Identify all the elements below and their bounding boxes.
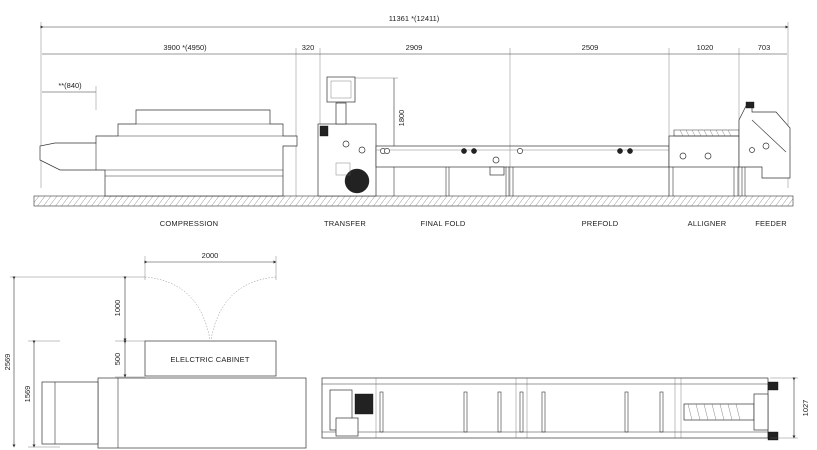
- side-view: [33, 76, 794, 207]
- dim-height: 1800: [397, 110, 406, 127]
- label-feeder: FEEDER: [755, 219, 787, 228]
- transfer-drive-roll: [344, 168, 370, 194]
- label-alligner: ALLIGNER: [688, 219, 727, 228]
- dim-extension: **(840): [58, 81, 82, 90]
- dim-total: 11361 *(12411): [389, 14, 440, 23]
- feeder-unit: [738, 101, 791, 196]
- transfer-unit: [317, 76, 377, 197]
- control-panel: [326, 76, 356, 103]
- dim-cabinet-clearance: 2000: [202, 251, 219, 260]
- label-compression: COMPRESSION: [160, 219, 218, 228]
- dim-compression: 3900 *(4950): [163, 43, 207, 52]
- fold-frame: [375, 145, 670, 196]
- label-transfer: TRANSFER: [324, 219, 366, 228]
- dim-gap: 320: [302, 43, 315, 52]
- compression-plan-body: [97, 377, 307, 449]
- section-labels: COMPRESSION TRANSFER FINAL FOLD PREFOLD …: [160, 219, 787, 228]
- label-prefold: PREFOLD: [582, 219, 619, 228]
- door-swing-left: [144, 276, 211, 341]
- plan-view-folder: 1027: [321, 377, 810, 441]
- dim-feeder: 703: [758, 43, 771, 52]
- dim-alligner: 1020: [697, 43, 714, 52]
- dim-prefold: 2509: [582, 43, 599, 52]
- door-swing-right: [210, 276, 277, 341]
- plan-view-compression: 2000 1000 500 2569 1569 ELELCTRIC CABINE…: [3, 251, 307, 449]
- dim-machine-width: 1569: [23, 386, 32, 403]
- dim-door-swing: 1000: [113, 300, 122, 317]
- floor: [33, 195, 794, 207]
- compression-unit: [39, 109, 298, 197]
- alligner-unit: [668, 129, 740, 196]
- dim-transfer-final-fold: 2909: [406, 43, 423, 52]
- electric-cabinet: [144, 340, 277, 377]
- dim-overall-width: 2569: [3, 354, 12, 371]
- electric-cabinet-label: ELELCTRIC CABINET: [170, 355, 249, 364]
- label-final-fold: FINAL FOLD: [420, 219, 465, 228]
- dim-cabinet-depth: 500: [113, 353, 122, 366]
- dim-plan-width: 1027: [801, 400, 810, 417]
- top-dimension-chain: 11361 *(12411) 3900 *(4950) 320 2909 250…: [40, 14, 789, 196]
